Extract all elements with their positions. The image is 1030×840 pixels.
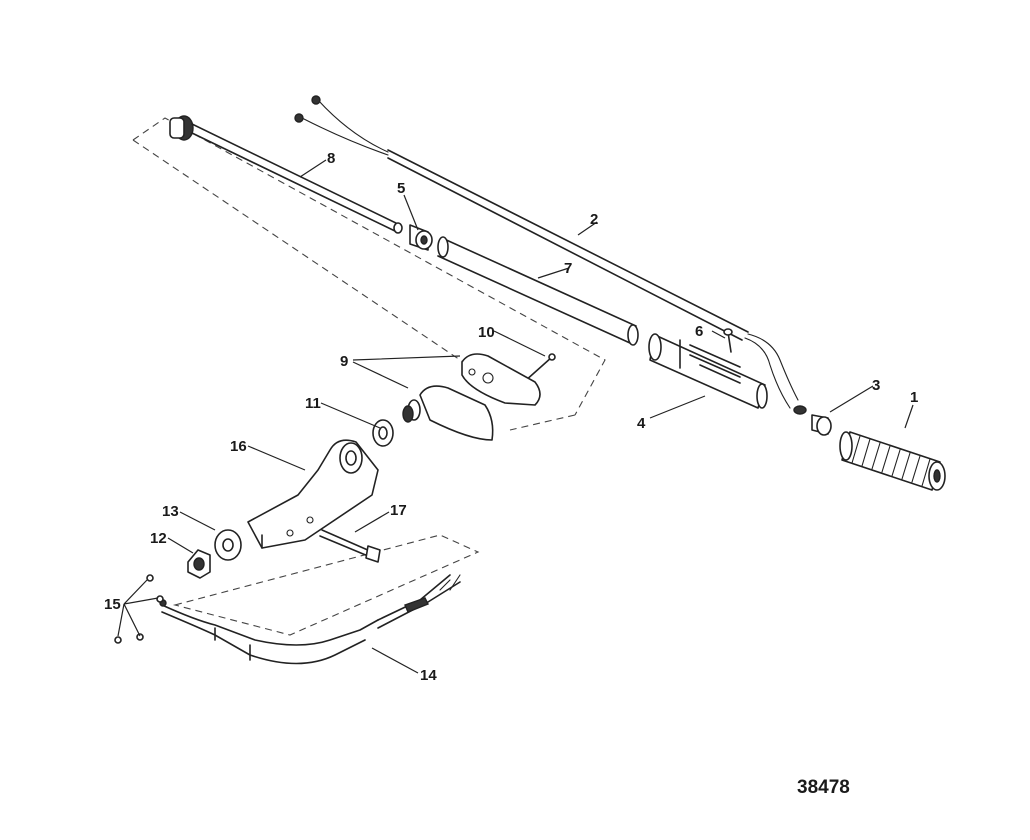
part-11-washer (372, 419, 394, 447)
part-2-cable (294, 95, 807, 415)
callout-5: 5 (397, 180, 405, 197)
callout-14: 14 (420, 667, 437, 684)
callout-2: 2 (590, 211, 598, 228)
part-16-bracket (247, 439, 379, 549)
callout-8: 8 (327, 150, 335, 167)
callout-6: 6 (695, 323, 703, 340)
callout-3: 3 (872, 377, 880, 394)
callout-1: 1 (910, 389, 918, 406)
callout-10: 10 (478, 324, 495, 341)
callout-16: 16 (230, 438, 247, 455)
callout-7: 7 (564, 260, 572, 277)
part-14-harness (159, 574, 461, 665)
part-6-screw (723, 328, 733, 353)
callout-4: 4 (637, 415, 646, 432)
part-4-housing (648, 333, 768, 409)
callout-13: 13 (162, 503, 179, 520)
figure-number: 38478 (797, 777, 850, 798)
dashed-group-outline-lower (172, 534, 480, 636)
dashed-group-outline-upper (132, 117, 606, 431)
part-9-cover-upper (461, 353, 541, 406)
part-5-bushing (409, 224, 433, 251)
part-1-grip (839, 431, 946, 491)
part-8-rod (169, 115, 403, 234)
callout-11: 11 (305, 395, 321, 412)
part-7-tube (437, 236, 639, 346)
leader-lines (117, 159, 914, 674)
part-17-bolt (319, 529, 381, 563)
callout-9: 9 (340, 353, 348, 370)
callout-17: 17 (390, 502, 407, 519)
part-9-cover-lower (402, 385, 494, 441)
callout-15: 15 (104, 596, 121, 613)
callout-12: 12 (150, 530, 167, 547)
part-12-nut (187, 549, 211, 579)
part-13-washer (214, 529, 242, 561)
part-15-nuts (114, 574, 164, 644)
part-3-bushing (811, 414, 832, 436)
